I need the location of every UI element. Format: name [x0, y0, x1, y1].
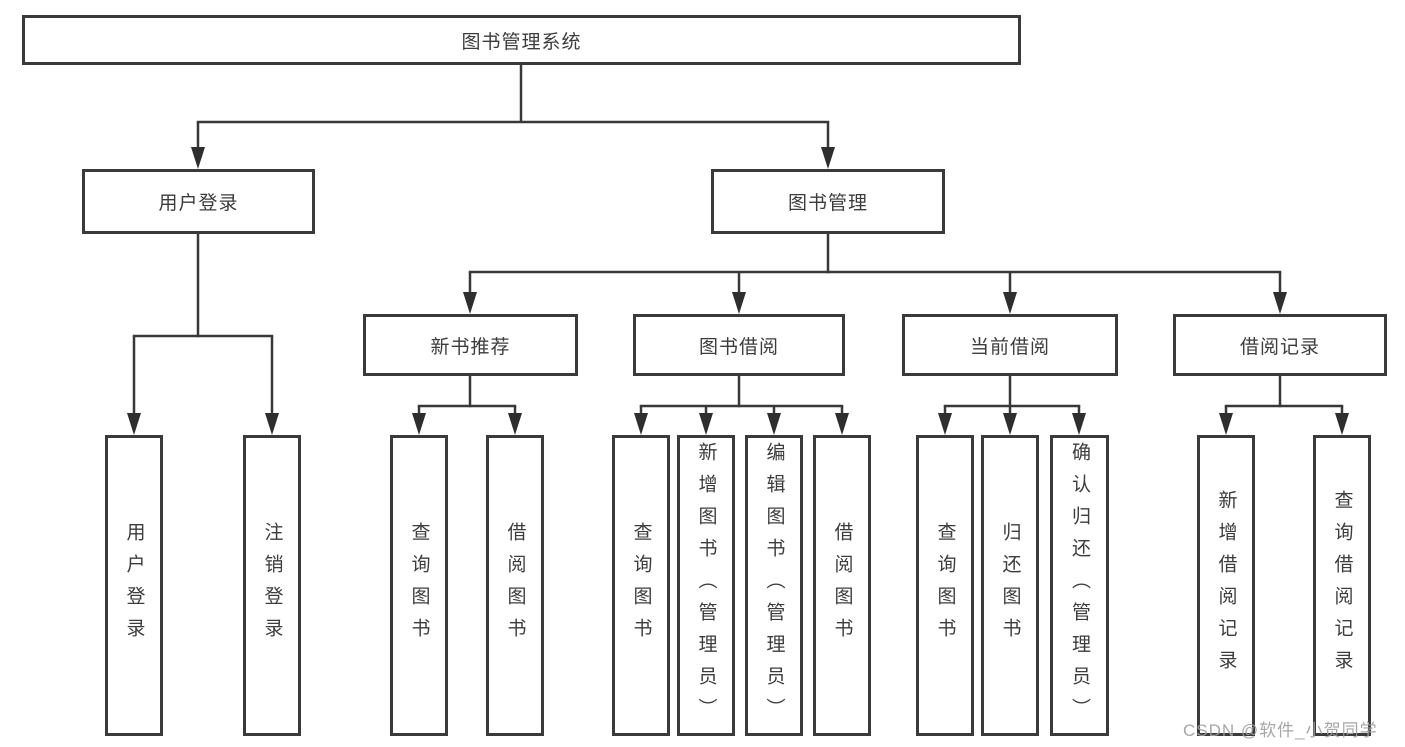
leaf-logout: 注销登录	[243, 435, 301, 736]
node-label: 当前借阅	[969, 336, 1050, 358]
node-book-management: 图书管理	[711, 169, 945, 234]
node-label: 确认归还（管理员）	[1069, 441, 1090, 730]
node-new-book-recommend: 新书推荐	[363, 314, 578, 376]
node-label: 借阅图书	[504, 521, 526, 650]
node-label: 注销登录	[261, 521, 283, 650]
node-label: 查询图书	[934, 521, 956, 650]
leaf-br-add-record: 新增借阅记录	[1197, 435, 1255, 736]
leaf-nb-borrow-books: 借阅图书	[486, 435, 544, 736]
node-label: 图书管理	[787, 193, 868, 214]
node-current-borrowing: 当前借阅	[902, 314, 1118, 376]
node-label: 图书管理系统	[461, 31, 582, 53]
leaf-br-query-record: 查询借阅记录	[1313, 435, 1371, 736]
node-borrowing-records: 借阅记录	[1173, 314, 1387, 376]
leaf-cb-return-books: 归还图书	[981, 435, 1039, 736]
node-label: 用户登录	[158, 193, 239, 214]
leaf-cb-query-books: 查询图书	[916, 435, 974, 736]
node-label: 查询借阅记录	[1331, 489, 1353, 682]
leaf-user-login: 用户登录	[105, 435, 163, 736]
node-label: 图书借阅	[698, 336, 779, 358]
node-user-login: 用户登录	[82, 169, 315, 234]
node-label: 新增图书（管理员）	[695, 441, 717, 730]
node-label: 借阅记录	[1239, 336, 1320, 358]
node-label: 编辑图书（管理员）	[763, 441, 785, 730]
node-library-system: 图书管理系统	[22, 15, 1021, 65]
node-book-borrowing: 图书借阅	[633, 314, 845, 376]
leaf-cb-confirm-return-admin: 确认归还（管理员）	[1050, 435, 1109, 736]
csdn-watermark: CSDN @软件_小贺同学	[1183, 721, 1378, 740]
node-label: 借阅图书	[831, 521, 853, 650]
node-label: 新书推荐	[430, 336, 511, 358]
leaf-bb-edit-books-admin: 编辑图书（管理员）	[745, 435, 803, 736]
node-label: 用户登录	[123, 521, 145, 650]
leaf-bb-borrow-books: 借阅图书	[813, 435, 871, 736]
node-label: 查询图书	[408, 521, 430, 650]
node-label: 新增借阅记录	[1215, 489, 1237, 682]
leaf-bb-query-books: 查询图书	[612, 435, 670, 736]
leaf-bb-add-books-admin: 新增图书（管理员）	[677, 435, 735, 736]
node-label: 查询图书	[630, 521, 652, 650]
node-label: 归还图书	[999, 521, 1021, 650]
leaf-nb-query-books: 查询图书	[390, 435, 448, 736]
